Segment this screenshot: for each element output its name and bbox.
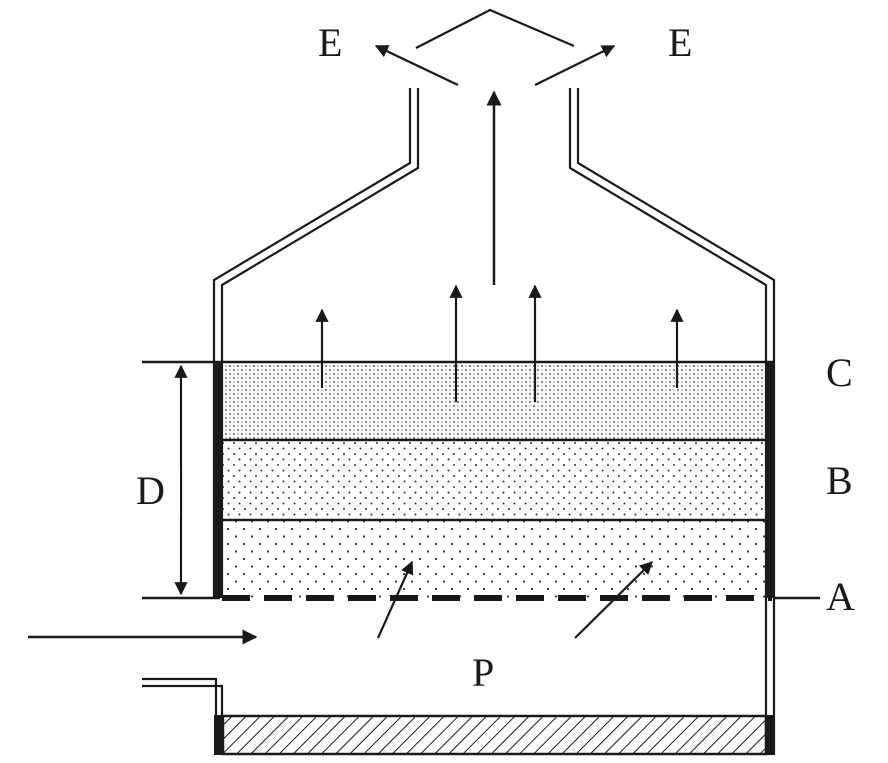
- label-plenum: P: [472, 650, 494, 695]
- bed-wall-left: [214, 362, 223, 598]
- label-layer-top: C: [826, 350, 853, 395]
- media-layer-b: [220, 440, 773, 520]
- label-exhaust-left: E: [318, 20, 342, 65]
- base-slab: [221, 714, 768, 756]
- media-layer-c: [220, 362, 773, 440]
- label-layer-bottom: A: [826, 574, 855, 619]
- label-layer-middle: B: [826, 458, 853, 503]
- label-exhaust-right: E: [668, 20, 692, 65]
- bed-wall-right: [766, 362, 775, 598]
- plenum-wall-left-thick: [214, 715, 223, 755]
- plenum-wall-right-thick: [766, 715, 775, 755]
- media-layer-a: [220, 520, 773, 598]
- arrow-exhaust-left-icon: [374, 45, 459, 86]
- arrow-up-icon: [376, 560, 414, 639]
- arrow-up-icon: [574, 561, 653, 639]
- label-bed-depth: D: [136, 468, 165, 513]
- exhaust-deflector: [415, 8, 575, 49]
- arrow-exhaust-right-icon: [534, 45, 616, 86]
